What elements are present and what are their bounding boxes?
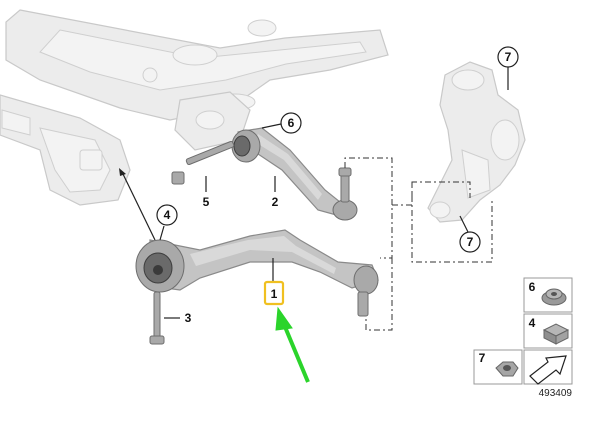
catalog-number: 493409 bbox=[539, 388, 573, 399]
hardware-panel: 6 4 7 493409 bbox=[473, 277, 573, 399]
knuckle-ghost bbox=[427, 61, 526, 223]
callout-1-label: 1 bbox=[271, 287, 278, 301]
callout-7-top[interactable]: 7 bbox=[497, 46, 519, 90]
hex-nut-icon bbox=[495, 361, 519, 377]
highlight-box bbox=[263, 280, 285, 306]
callout-4-label: 4 bbox=[164, 208, 171, 222]
callout-7-knuckle-label: 7 bbox=[467, 235, 474, 249]
hardware-7-number: 7 bbox=[479, 351, 486, 365]
wishbone-upper bbox=[231, 127, 358, 221]
flange-nut-icon bbox=[541, 288, 567, 306]
square-nut-icon bbox=[542, 323, 570, 345]
wishbone-lower bbox=[135, 229, 379, 317]
callout-1[interactable]: 1 bbox=[263, 258, 285, 306]
callout-2[interactable]: 2 bbox=[272, 176, 279, 209]
assembly-lines bbox=[344, 157, 493, 331]
callout-6[interactable]: 6 bbox=[261, 112, 302, 134]
callout-6-label: 6 bbox=[288, 116, 295, 130]
callout-7-top-label: 7 bbox=[505, 50, 512, 64]
callout-2-label: 2 bbox=[272, 195, 279, 209]
hardware-6-number: 6 bbox=[529, 280, 536, 294]
subframe-lead-line bbox=[121, 171, 156, 241]
callout-5[interactable]: 5 bbox=[203, 176, 210, 209]
callout-5-label: 5 bbox=[203, 195, 210, 209]
callout-3[interactable]: 3 bbox=[164, 311, 192, 325]
callout-3-label: 3 bbox=[185, 311, 192, 325]
callout-4[interactable]: 4 bbox=[156, 204, 178, 241]
arrow-direction-icon bbox=[529, 355, 567, 385]
bolt-3 bbox=[149, 291, 165, 345]
hardware-4-number: 4 bbox=[529, 316, 536, 330]
green-arrow bbox=[275, 306, 310, 383]
subframe-ghost bbox=[0, 9, 389, 206]
bolt-5 bbox=[171, 140, 235, 185]
callout-7-knuckle[interactable]: 7 bbox=[459, 215, 481, 253]
